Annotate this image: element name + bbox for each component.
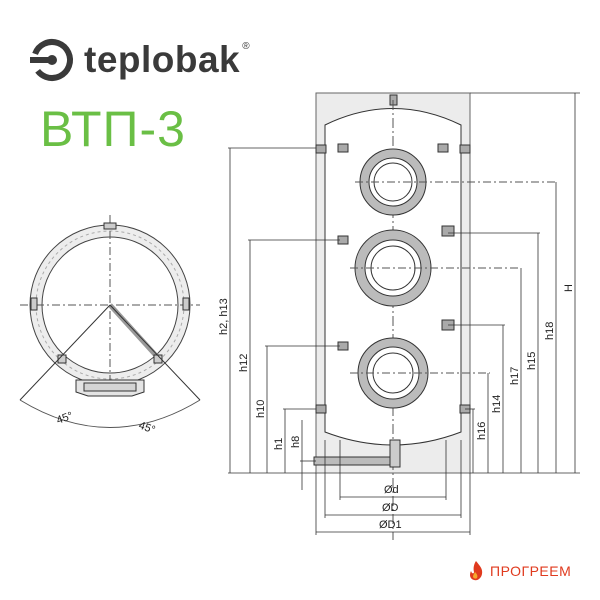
dimension-lines-right <box>448 92 580 474</box>
dimension-lines-diameter <box>315 440 471 535</box>
dim-label-h8: h8 <box>290 436 302 448</box>
dim-label-h12: h12 <box>238 354 250 372</box>
dim-label-h17: h17 <box>509 367 521 385</box>
dim-label-h14: h14 <box>491 395 503 413</box>
model-title: ВТП-3 <box>40 101 186 157</box>
dim-label-h2-h13: h2, h13 <box>218 298 230 335</box>
dim-label-D: ØD <box>382 502 399 514</box>
dimension-lines-left <box>228 147 340 490</box>
dim-label-h16: h16 <box>476 422 488 440</box>
progreem-logo: ПРОГРЕЕМ <box>466 560 571 582</box>
flame-icon <box>470 561 483 581</box>
partner-name: ПРОГРЕЕМ <box>490 563 572 579</box>
plan-view <box>19 215 201 428</box>
tank-side-view <box>313 92 555 540</box>
plan-angle-left: 45° <box>55 410 75 427</box>
dim-label-h18: h18 <box>544 322 556 340</box>
dim-label-H: H <box>563 284 575 292</box>
teplobak-logo: teplobak® <box>28 36 251 84</box>
dim-label-d: Ød <box>384 484 399 496</box>
brand-name: teplobak® <box>84 39 251 80</box>
plan-angle-right: 45° <box>137 420 157 437</box>
dim-label-h10: h10 <box>255 400 267 418</box>
dim-label-h1: h1 <box>273 438 285 450</box>
dim-label-D1: ØD1 <box>379 519 402 531</box>
dim-label-h15: h15 <box>526 352 538 370</box>
registered-mark: ® <box>242 41 251 52</box>
teplobak-logo-icon <box>30 39 73 81</box>
